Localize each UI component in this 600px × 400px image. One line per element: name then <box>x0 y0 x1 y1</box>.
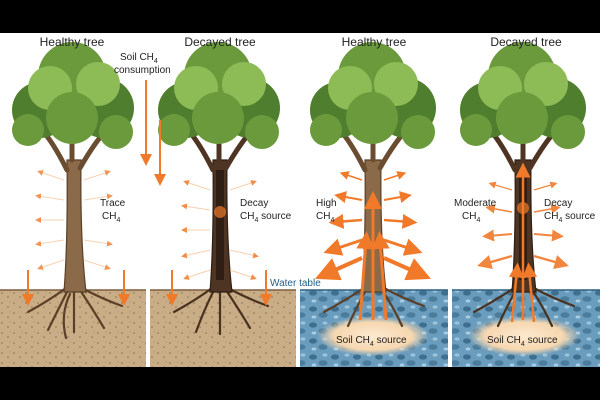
high-ch4-arrows <box>315 171 431 281</box>
soil-ch4-consumption-label: consumption <box>114 65 171 76</box>
upward-ch4-flux <box>356 191 390 321</box>
tree-canopy <box>310 42 436 149</box>
panel-title-1: Healthy tree <box>40 35 105 49</box>
high-ch4-label: CH4 <box>316 211 334 224</box>
moderate-ch4-arrows <box>477 181 569 269</box>
dry-soil <box>150 290 296 367</box>
decay-burst <box>214 206 226 218</box>
upward-ch4-flux <box>508 162 538 323</box>
panel-3: High CH4 Soil CH4 source <box>300 42 448 367</box>
tree-canopy <box>12 42 134 149</box>
panel-title-4: Decayed tree <box>490 35 562 49</box>
soil-ch4-label: Soil CH4 <box>120 52 158 65</box>
roots <box>172 286 270 336</box>
soil-consumption-arrows <box>140 80 166 186</box>
decay-ch4-arrows <box>181 180 259 280</box>
panel-2: Decay CH4 source <box>150 42 296 367</box>
soil-uptake-arrows <box>22 270 130 306</box>
trace-ch4-arrows <box>35 170 113 270</box>
tree-canopy <box>460 42 586 149</box>
panel-4: Moderate CH4 Decay CH4 source Soil CH4 s… <box>452 42 600 367</box>
decay-core <box>216 170 224 280</box>
water-table-label: Water table <box>270 278 321 289</box>
decay-ch4-source-label: CH4 source <box>240 211 292 224</box>
tree-canopy <box>158 42 280 149</box>
soil-ch4-source-label: Soil CH4 source <box>487 335 558 348</box>
panel-title-3: Healthy tree <box>342 35 407 49</box>
soil-uptake-arrows <box>166 270 272 306</box>
high-label: High <box>316 198 337 209</box>
decay-ch4-source-label: CH4 source <box>544 211 596 224</box>
panel-1: Trace CH4 <box>0 42 146 367</box>
decay-label: Decay <box>544 198 572 209</box>
roots <box>472 286 576 328</box>
soil-ch4-source-label: Soil CH4 source <box>336 335 407 348</box>
decay-label: Decay <box>240 198 268 209</box>
moderate-ch4-label: CH4 <box>462 211 480 224</box>
trace-label: Trace <box>100 198 126 209</box>
tree-trunk <box>63 159 87 293</box>
moderate-label: Moderate <box>454 198 497 209</box>
panel-title-2: Decayed tree <box>184 35 256 49</box>
trace-ch4-label: CH4 <box>102 211 120 224</box>
